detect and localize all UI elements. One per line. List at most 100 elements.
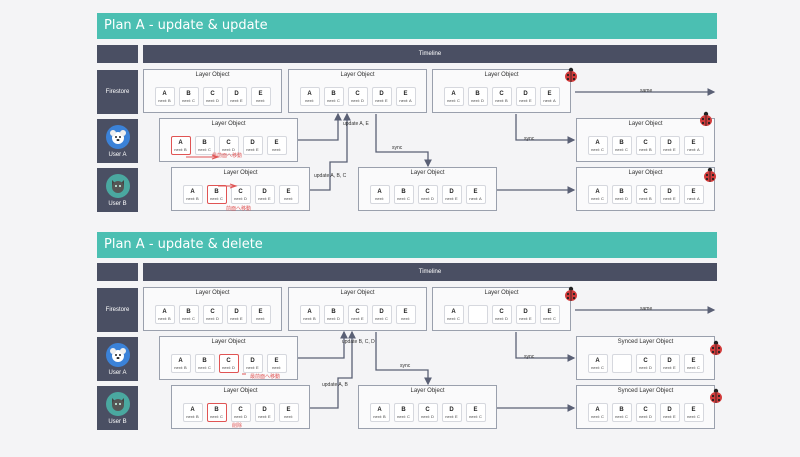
layer-card-key: D — [262, 189, 267, 195]
layer-card-key: D — [234, 309, 239, 315]
update-label: update A, E — [343, 121, 369, 127]
lane-user-b: User B — [97, 386, 138, 430]
layer-card-key: E — [274, 140, 279, 146]
cat-avatar-icon — [105, 173, 130, 198]
layer-card-next: next: B — [174, 365, 187, 370]
update-label: update A, B — [322, 382, 348, 388]
layer-card-next: next: B — [158, 98, 171, 103]
layer-object-title: Layer Object — [410, 170, 445, 176]
layer-card-next: next: D — [206, 316, 219, 321]
layer-card-key: A — [451, 91, 456, 97]
layer-object-title: Layer Object — [628, 170, 663, 176]
layer-card-next: next: E — [663, 196, 676, 201]
layer-card-next: next: D — [421, 196, 434, 201]
layer-card-key: B — [619, 189, 624, 195]
layer-card-key: E — [691, 358, 696, 364]
sync-arrow — [375, 332, 432, 386]
layer-card-next: next: C — [591, 414, 604, 419]
layer-card-key: E — [258, 91, 263, 97]
layer-card-key: E — [473, 407, 478, 413]
sync-label: sync — [524, 136, 535, 142]
layer-card-next: next: B — [186, 414, 199, 419]
layer-card-next: next: D — [351, 98, 364, 103]
layer-card-key: B — [186, 91, 191, 97]
layer-card-key: D — [379, 309, 384, 315]
header-spacer — [97, 263, 138, 281]
layer-card-next: next: C — [447, 98, 460, 103]
layer-card-next: next: C — [375, 316, 388, 321]
lane-user-a: User A — [97, 337, 138, 381]
layer-card-key: C — [226, 140, 231, 146]
layer-card-next: next: D — [639, 414, 652, 419]
layer-card-next: next: D — [495, 316, 508, 321]
layer-card-next: next: C — [198, 365, 211, 370]
layer-card-next: next: C — [591, 365, 604, 370]
layer-card-key: A — [595, 189, 600, 195]
layer-card-key: B — [475, 91, 480, 97]
layer-card-next: next: C — [210, 196, 223, 201]
layer-card-key: B — [214, 407, 219, 413]
layer-object-title: Synced Layer Object — [617, 388, 674, 394]
sync-label: sync — [400, 363, 411, 369]
layer-card-next: next: E — [445, 414, 458, 419]
layer-card-key: D — [262, 407, 267, 413]
dog-avatar-icon — [105, 124, 130, 149]
update-arrow — [310, 112, 351, 191]
same-label: same — [640, 88, 653, 94]
layer-card-key: E — [473, 189, 478, 195]
layer-object-title: Layer Object — [484, 290, 519, 296]
layer-card-key: B — [401, 407, 406, 413]
update-arrow — [298, 112, 342, 141]
layer-card-key: A — [307, 309, 312, 315]
layer-card-key: E — [691, 407, 696, 413]
layer-card-key: A — [595, 140, 600, 146]
layer-card-key: A — [162, 309, 167, 315]
layer-card-key: D — [523, 309, 528, 315]
layer-card-key: C — [238, 189, 243, 195]
layer-object-title: Synced Layer Object — [617, 339, 674, 345]
layer-card-key: D — [449, 189, 454, 195]
lane-user-b: User B — [97, 168, 138, 212]
layer-card-next: next: C — [397, 196, 410, 201]
layer-card-key: D — [234, 91, 239, 97]
lane-user-b-label: User B — [108, 418, 127, 425]
ladybug-icon — [704, 167, 716, 182]
layer-card-key: C — [499, 309, 504, 315]
layer-card-next: next: — [272, 147, 281, 152]
layer-card-next: next: D — [234, 196, 247, 201]
